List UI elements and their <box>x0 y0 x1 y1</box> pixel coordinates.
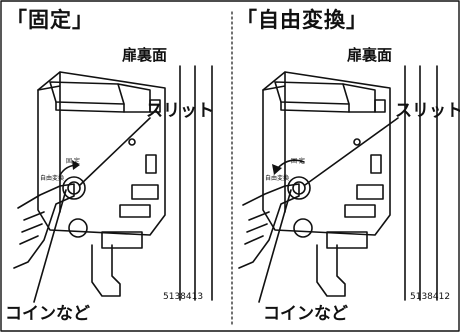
coin-label: コインなど <box>263 304 348 324</box>
latch <box>91 244 121 297</box>
top-handle <box>49 81 125 105</box>
figure-code: 5138413 <box>163 292 204 302</box>
dial-label-fixed: 固 定 <box>66 157 80 165</box>
slit-leader <box>79 117 151 186</box>
cylinder-outer <box>62 176 86 200</box>
dial-label-free: 自由変換 <box>40 174 64 182</box>
dial-label-fixed: 固 定 <box>291 157 305 165</box>
panel-title: 「自由変換」 <box>236 8 368 32</box>
slit-label: スリット <box>395 101 460 121</box>
hand <box>238 183 300 269</box>
panel-title: 「固定」 <box>6 8 94 32</box>
coin-leader <box>258 189 292 303</box>
lock-body <box>37 71 166 236</box>
slit-label: スリット <box>146 101 214 121</box>
figure-code: 5138412 <box>410 292 451 302</box>
dial-label-free: 自由変換 <box>265 174 289 182</box>
panel-right-drawing <box>238 65 438 303</box>
latch <box>316 244 346 297</box>
panel-left-drawing <box>13 65 213 303</box>
cylinder-outer <box>287 176 311 200</box>
coin-label: コインなど <box>5 304 90 324</box>
lock-body <box>262 71 391 236</box>
lower-knob <box>293 218 313 238</box>
lower-knob <box>68 218 88 238</box>
coin-leader <box>33 189 67 303</box>
hand <box>13 183 75 269</box>
slit-leader <box>304 117 399 186</box>
top-handle <box>274 81 350 105</box>
door-back-label: 扉裏面 <box>347 46 393 64</box>
door-back-label: 扉裏面 <box>122 46 168 64</box>
